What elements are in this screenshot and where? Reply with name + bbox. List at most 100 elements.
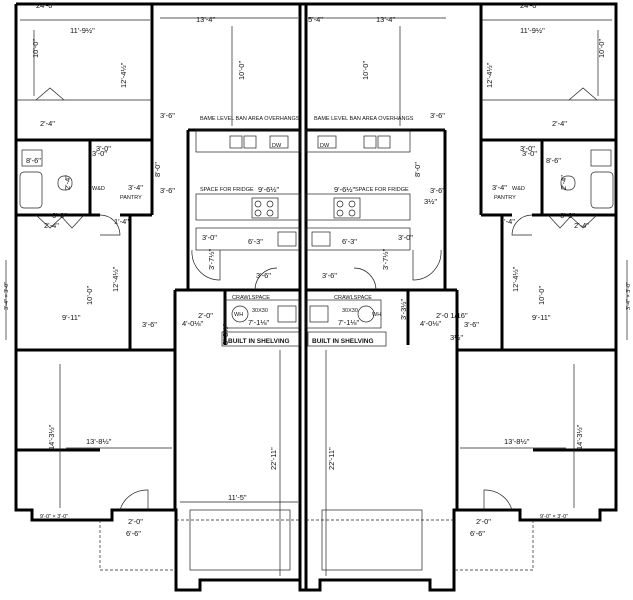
sink-icon xyxy=(363,135,377,149)
dim-stair-small-right: 3'-3½" xyxy=(399,298,408,320)
dim-pantry-v-left: 2'-4" xyxy=(63,175,72,190)
dim-tiny-right: 1'-4" xyxy=(500,217,515,226)
dim-top-edge-right: 24'-0" xyxy=(520,1,539,10)
dim-half-right: 3½" xyxy=(450,333,463,342)
label-wd-left: W&D xyxy=(92,186,105,192)
dim-bath-width-right: 8'-6" xyxy=(546,156,561,165)
dim-small-left: 3'-4" xyxy=(128,183,143,192)
dim-bath-width-left: 8'-6" xyxy=(26,156,41,165)
dim-mid-bed-w-right: 9'-11" xyxy=(532,313,551,322)
dim-stair-v-left: 3'-7½" xyxy=(207,248,216,270)
dim-side-total-left: 3'-4" × 3'-0" xyxy=(4,282,10,310)
dim-hall-left: 6'-0" xyxy=(52,211,67,220)
kitchen-left xyxy=(195,129,301,251)
dim-top-bed-width-left: 11'-9½" xyxy=(70,26,95,35)
label-pantry-right: PANTRY xyxy=(494,195,516,201)
label-dw-left: DW xyxy=(272,143,282,149)
interior-walls-left xyxy=(16,4,300,510)
interior-walls-right xyxy=(306,4,616,510)
dim-lower-w-left: 13'-8½" xyxy=(86,437,112,446)
exterior-walls xyxy=(14,2,618,592)
water-heater-icon xyxy=(231,305,249,323)
dim-entry-small-right: 2'-0" xyxy=(476,517,491,526)
dim-side-right: 3'-0" xyxy=(398,233,413,242)
toilet-icon xyxy=(57,175,73,191)
label-dw-right: DW xyxy=(320,143,330,149)
toilet-icon xyxy=(560,175,576,191)
garage-right xyxy=(306,509,454,571)
dim-living-width-left: 13'-4" xyxy=(196,15,215,24)
dim-tiny-left: 1'-4" xyxy=(114,217,129,226)
dim-v-small-left: 8'-0" xyxy=(153,162,162,177)
dim-mid-w-right: 3'-0" xyxy=(520,144,535,153)
kitchen-right xyxy=(305,129,411,251)
dim-lower-d-right: 14'-3½" xyxy=(575,424,584,450)
dim-living-width-right: 13'-4" xyxy=(376,15,395,24)
mech-right xyxy=(305,299,387,347)
dim-wh-w-left: 2'-4" xyxy=(40,119,55,128)
furnace-icon xyxy=(309,305,329,323)
dim-entry-small-left: 2'-0" xyxy=(128,517,143,526)
dim-side-left: 3'-0" xyxy=(202,233,217,242)
dim-top-bed-depth-right: 10'-0" xyxy=(597,39,606,58)
mech-left xyxy=(221,299,301,347)
label-overhang-left: BAME LEVEL BAN AREA OVERHANGS xyxy=(200,116,300,122)
dim-stair-v-right: 3'-7½" xyxy=(381,248,390,270)
dim-counter-left: 6'-3" xyxy=(248,237,263,246)
dim-frig-left: 9'-6½" xyxy=(258,185,280,194)
dim-upper-offset-right: 3'-6" xyxy=(430,111,445,120)
dim-top-bed-width-right: 11'-9½" xyxy=(520,26,545,35)
dim-small-right: 3'-4" xyxy=(492,183,507,192)
stove-icon xyxy=(333,197,361,219)
dim-garage-width: 11'-5" xyxy=(228,493,247,502)
dim-top-bed-depth-left: 10'-0" xyxy=(31,39,40,58)
dim-half-upper: 3½" xyxy=(424,197,437,206)
vanity-icon xyxy=(590,149,612,167)
dim-stair-l: 3'-6" xyxy=(256,271,271,280)
dim-lower-w-right: 13'-8½" xyxy=(504,437,530,446)
dim-top-edge-left: 24'-0" xyxy=(36,1,55,10)
dim-garage-depth-left: 22'-11" xyxy=(269,447,278,470)
dim-mid-closet-left: 12'-4½" xyxy=(111,266,120,292)
label-pantry-left: PANTRY xyxy=(120,195,142,201)
bath-left xyxy=(19,149,73,209)
dim-hall-r: 3'-6" xyxy=(464,320,479,329)
dim-corner-right: 2'-4" xyxy=(574,221,589,230)
dim-entry-left: 6'-6" xyxy=(126,529,141,538)
label-wd-right: W&D xyxy=(512,186,525,192)
dim-wh-w-right: 2'-4" xyxy=(552,119,567,128)
sink-icon xyxy=(229,135,243,149)
tub-icon xyxy=(19,171,43,209)
dim-counter-right: 6'-3" xyxy=(342,237,357,246)
dim-side-total-right: 3'-4" × 3'-0" xyxy=(626,282,632,310)
dim-furnace-right: 7'-1⅛" xyxy=(338,318,360,327)
dim-tiny2: 5'-4" xyxy=(308,15,323,24)
dim-kitchen-offset-left: 3'-6" xyxy=(160,186,175,195)
dim-mid-closet-right: 12'-4½" xyxy=(511,266,520,292)
water-heater-icon xyxy=(357,305,375,323)
dim-entry-right: 6'-6" xyxy=(470,529,485,538)
door-swings xyxy=(35,87,598,511)
dim-garage-depth-right: 22'-11" xyxy=(327,447,336,470)
label-access-size-left: 30X30 xyxy=(252,308,268,314)
label-access-size-right: 30X30 xyxy=(342,308,358,314)
label-shelving-left: BUILT IN SHELVING xyxy=(228,338,290,345)
dim-v-small-right: 8'-0" xyxy=(413,162,422,177)
dim-pantry-w-left: 3'-0" xyxy=(92,149,107,158)
dim-pantry-v-right: 2'-4" xyxy=(559,175,568,190)
dimension-lines xyxy=(5,17,628,576)
dim-living-depth-right: 10'-0" xyxy=(361,61,370,80)
dim-upper-offset-left: 3'-6" xyxy=(160,111,175,120)
dim-porch-right: 9'-0" × 3'-0" xyxy=(540,514,568,520)
stove-icon xyxy=(251,197,279,219)
dim-closet-right: 12'-4½" xyxy=(485,62,494,88)
dim-furnace-left: 7'-1⅛" xyxy=(248,318,270,327)
label-crawl-right: CRAWLSPACE xyxy=(334,295,372,301)
label-wh-left: WH xyxy=(234,312,243,318)
label-wh-right: WH xyxy=(372,312,381,318)
dim-stair-small-left: 3'-3½" xyxy=(221,323,230,345)
label-frig-right: SPACE FOR FRIDGE xyxy=(355,187,409,193)
porch-outlines xyxy=(99,520,534,571)
dim-living-depth-left: 10'-0" xyxy=(237,61,246,80)
